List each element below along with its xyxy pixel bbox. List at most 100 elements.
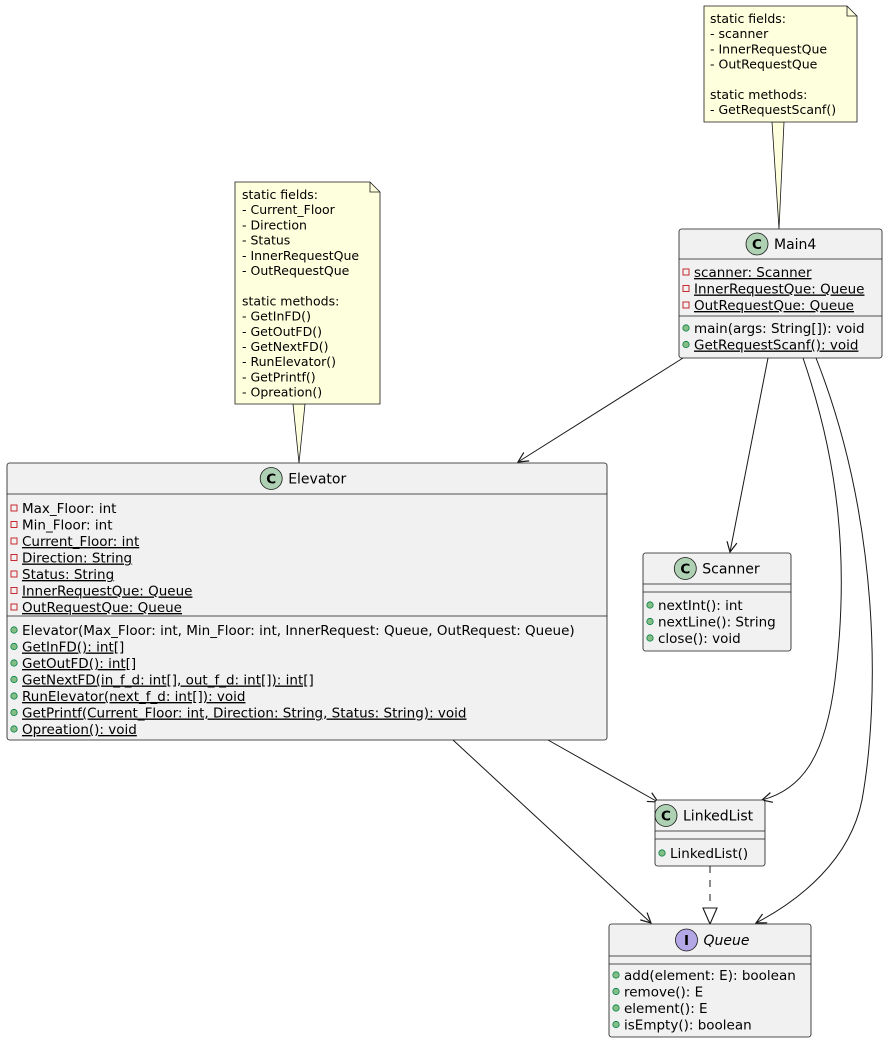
scanner-class-name: Scanner [702,562,760,578]
public-visibility-icon [646,634,654,642]
note-elevator-line: - GetInFD() [242,309,311,324]
private-visibility-icon [682,268,690,276]
elevator-field-min-floor: Min_Floor: int [22,518,113,534]
public-visibility-icon [10,725,18,733]
public-visibility-icon [10,692,18,700]
private-visibility-icon [10,603,18,611]
stereotype-letter: I [684,933,689,949]
elevator-method-getinfd: GetInFD(): int[] [22,640,124,656]
public-visibility-icon [612,1020,620,1029]
class-stereotype-icon [259,467,283,490]
elevator-method-opreation: Opreation(): void [22,722,137,738]
elevator-field-direction: Direction: String [22,551,132,567]
note-elevator-line: - Status [242,233,290,248]
private-visibility-icon [10,570,18,578]
private-visibility-icon [682,301,690,309]
linkedlist-class-name: LinkedList [683,809,754,825]
note-elevator-line: - InnerRequestQue [242,248,359,263]
stereotype-letter: C [680,562,690,578]
elevator-method-elevator: Elevator(Max_Floor: int, Min_Floor: int,… [22,623,575,639]
private-visibility-icon [10,587,18,594]
private-visibility-icon [10,504,18,512]
relations [452,357,873,924]
stereotype-letter: C [752,237,762,253]
main4-field-innerrequestque: InnerRequestQue: Queue [694,282,864,298]
elevator-method-getprintf: GetPrintf(Current_Floor: int, Direction:… [22,706,466,722]
public-visibility-icon [10,675,18,684]
scanner-method-close: close(): void [658,631,741,647]
note-elevator-line: - Direction [242,217,307,232]
main4-field-outrequestque: OutRequestQue: Queue [694,298,854,314]
edge-main4-elevator [518,357,684,462]
main4-class-name: Main4 [774,237,816,253]
stereotype-letter: C [266,472,276,488]
note-main4-connector [771,121,785,230]
linkedlist-box [654,799,766,867]
queue-method-element: element(): E [624,1001,708,1017]
queue-method-remove: remove(): E [624,985,703,1001]
queue-method-add: add(element: E): boolean [624,968,796,984]
note-elevator-line: - Current_Floor [242,202,336,217]
class-queue[interactable]: I Queue add(element: E): booleanremove(): … [608,923,812,1038]
note-elevator-body [234,181,381,405]
elevator-field-status: Status: String [22,567,114,583]
note-main4-line: - scanner [710,26,769,41]
note-elevator-connector [292,403,306,464]
scanner-method-nextline: nextLine(): String [658,615,776,631]
class-stereotype-icon [654,804,678,827]
public-visibility-icon [682,324,690,332]
edge-main4-scanner [730,357,769,552]
public-visibility-icon [682,340,690,349]
public-visibility-icon [646,617,654,626]
private-visibility-icon [10,521,18,528]
public-visibility-icon [10,642,18,651]
note-main4-line: static methods: [710,87,807,102]
note-elevator-line: - Opreation() [242,385,322,400]
public-visibility-icon [612,987,620,996]
edge-elevator-queue [452,739,651,923]
note-elevator-line: - GetNextFD() [242,339,328,354]
main4-field-scanner: scanner: Scanner [694,265,812,281]
main4-box [678,228,883,359]
class-stereotype-icon [745,232,769,256]
public-visibility-icon [612,971,620,979]
elevator-box [6,462,608,741]
note-main4: static fields:- scanner- InnerRequestQue… [703,5,858,123]
edge-main4-linkedlist [762,357,842,800]
note-main4-body [703,5,858,123]
elevator-field-innerrequestque: InnerRequestQue: Queue [22,584,192,600]
queue-class-name: Queue [704,933,750,949]
elevator-field-current-floor: Current_Floor: int [22,534,139,550]
elevator-field-max-floor: Max_Floor: int [22,501,116,517]
note-elevator-line: static fields: [242,187,318,202]
main4-method-getrequestscanf: GetRequestScanf(): void [694,338,858,354]
elevator-class-name: Elevator [288,472,346,488]
public-visibility-icon [10,659,18,667]
note-elevator-line: - OutRequestQue [242,263,350,278]
public-visibility-icon [646,601,654,609]
private-visibility-icon [10,554,18,561]
elevator-method-getnextfd: GetNextFD(in_f_d: int[], out_f_d: int[])… [22,673,314,689]
note-elevator-line: - GetPrintf() [242,369,316,384]
public-visibility-icon [10,708,18,717]
note-main4-fold [846,6,857,17]
scanner-method-nextint: nextInt(): int [658,598,743,614]
linkedlist-method-linkedlist: LinkedList() [670,846,748,862]
edge-elevator-linkedlist [547,739,658,802]
elevator-method-getoutfd: GetOutFD(): int[] [22,656,136,672]
note-elevator-line: static methods: [242,293,339,308]
stereotype-letter: C [661,809,671,825]
interface-stereotype-icon [675,928,698,952]
private-visibility-icon [10,537,18,545]
class-stereotype-icon [673,557,697,580]
elevator-field-outrequestque: OutRequestQue: Queue [22,600,182,616]
note-main4-line: - InnerRequestQue [710,41,827,56]
edge-main4-queue [756,357,873,923]
private-visibility-icon [682,285,690,292]
